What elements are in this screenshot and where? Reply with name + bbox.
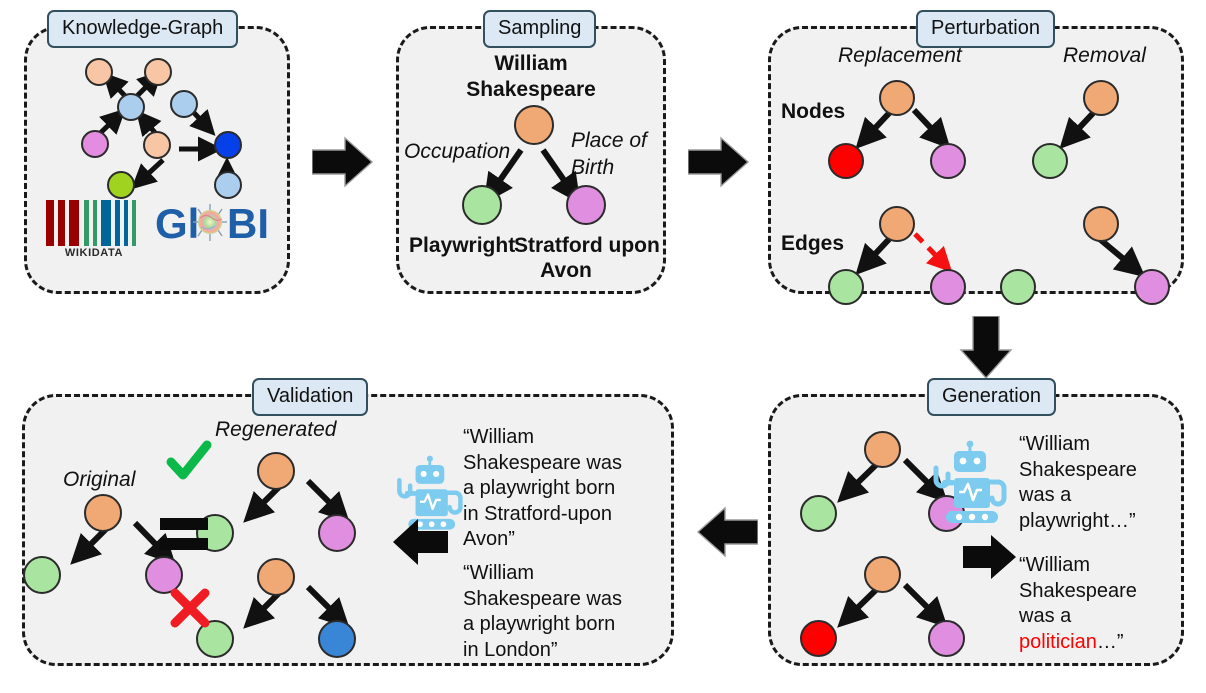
- pert-nodes-rem-head: [1083, 80, 1119, 116]
- validation-mismatch-line3: a playwright born: [463, 613, 616, 636]
- check-icon: [166, 440, 212, 480]
- val-regen-mismatch-tail-green: [196, 620, 234, 658]
- validation-match-line4: in Stratford-upon: [463, 502, 612, 525]
- validation-mismatch-line4: in London”: [463, 638, 558, 661]
- pert-edges-rem-orphan-green: [1000, 269, 1036, 305]
- validation-text-match: “William Shakespeare was a playwright bo…: [463, 425, 663, 553]
- robot-icon: [397, 455, 463, 530]
- kg-node-orange-3: [143, 131, 171, 159]
- val-orig-head: [84, 494, 122, 532]
- panel-title-validation: Validation: [252, 378, 369, 416]
- validation-match-line5: Avon”: [463, 528, 515, 551]
- kg-node-lightblue-2: [170, 90, 198, 118]
- sampling-head-entity-line1: William: [494, 52, 568, 75]
- gen-clean-tail-green: [800, 495, 837, 532]
- generation-clean-line3: was a: [1019, 484, 1072, 507]
- robot-icon: [933, 440, 1007, 523]
- kg-node-orange-1: [85, 58, 113, 86]
- arrow-validation-inner: [393, 519, 448, 565]
- arrow-perturbation-to-generation: [959, 316, 1013, 380]
- gen-pert-tail-red: [800, 620, 837, 657]
- validation-mismatch-line2: Shakespeare was: [463, 587, 622, 610]
- generation-pert-line3: was a: [1019, 605, 1072, 628]
- panel-title-generation: Generation: [927, 378, 1056, 416]
- val-regen-mismatch-head: [257, 558, 295, 596]
- perturbation-row-nodes: Nodes: [781, 100, 846, 123]
- validation-label-original: Original: [63, 468, 136, 491]
- sampling-head-entity-line2: Shakespeare: [466, 78, 596, 101]
- kg-node-orange-2: [144, 58, 172, 86]
- sampling-tail-label-stratford-line1: Stratford upon: [514, 234, 660, 257]
- validation-match-line2: Shakespeare was: [463, 451, 622, 474]
- sampling-node-birthplace: [566, 185, 606, 225]
- pert-edges-rem-tail-pink: [1134, 269, 1170, 305]
- cross-icon: [170, 588, 210, 628]
- gen-pert-tail-pink: [928, 620, 965, 657]
- perturbation-row-edges: Edges: [781, 232, 845, 255]
- generation-clean-line1: “William: [1019, 433, 1091, 455]
- svg-text:BI: BI: [227, 200, 267, 247]
- arrow-generation-to-validation: [696, 506, 758, 558]
- kg-node-lightblue-1: [117, 93, 145, 121]
- sampling-edge-label-placeofbirth-line1: Place of: [571, 129, 647, 152]
- gen-clean-head: [864, 431, 901, 468]
- panel-title-sampling: Sampling: [483, 10, 597, 48]
- perturbation-column-removal: Removal: [1063, 44, 1146, 67]
- kg-node-lime: [107, 171, 135, 199]
- pert-edges-repl-tail-green: [828, 269, 864, 305]
- arrow-sampling-to-perturbation: [688, 136, 750, 188]
- equals-sign: [160, 518, 208, 550]
- pert-nodes-repl-replaced: [828, 143, 864, 179]
- val-regen-match-head: [257, 452, 295, 490]
- val-regen-match-tail-pink: [318, 514, 356, 552]
- sampling-tail-label-playwright: Playwright: [409, 234, 516, 257]
- perturbation-edges: [855, 107, 1146, 278]
- panel-title-knowledge-graph: Knowledge-Graph: [47, 10, 239, 48]
- generation-pert-line2: Shakespeare: [1019, 579, 1137, 602]
- arrow-generation-inner: [963, 535, 1016, 579]
- sampling-edge-label-placeofbirth-line2: Birth: [571, 156, 615, 179]
- pert-edges-repl-tail-pink: [930, 269, 966, 305]
- sampling-node-occupation: [462, 185, 502, 225]
- wikidata-barcode-icon: [46, 200, 142, 246]
- panel-sampling: [396, 26, 666, 294]
- kg-node-blue: [214, 131, 242, 159]
- validation-text-mismatch: “William Shakespeare was a playwright bo…: [463, 561, 663, 663]
- sampling-node-head: [514, 105, 554, 145]
- generation-clean-line4: playwright…”: [1019, 509, 1136, 532]
- globi-logo-icon: Gl BI: [155, 200, 269, 247]
- validation-label-regenerated: Regenerated: [215, 418, 337, 441]
- val-orig-tail-green: [23, 556, 61, 594]
- generation-pert-highlight: politician: [1019, 630, 1097, 653]
- generation-pert-line4-tail: …”: [1096, 630, 1124, 653]
- globi-logo: Gl BI: [155, 198, 269, 248]
- generation-text-perturbed: “William Shakespeare was a politician…”: [1019, 553, 1174, 655]
- validation-mismatch-line1: “William: [463, 562, 535, 584]
- pert-nodes-repl-unchanged: [930, 143, 966, 179]
- kg-node-lightblue-3: [214, 171, 242, 199]
- sampling-edge-label-occupation: Occupation: [404, 140, 511, 163]
- sampling-tail-label-stratford-line2: Avon: [540, 259, 592, 282]
- pert-edges-repl-head: [879, 206, 915, 242]
- arrow-kg-to-sampling: [312, 136, 374, 188]
- wikidata-wordmark: WIKIDATA: [64, 247, 124, 259]
- gen-pert-head: [864, 556, 901, 593]
- perturbation-column-replacement: Replacement: [838, 44, 962, 67]
- wikidata-logo: WIKIDATA: [46, 200, 142, 259]
- generation-pert-line1: “William: [1019, 554, 1091, 576]
- pert-nodes-rem-remaining: [1032, 143, 1068, 179]
- validation-match-line1: “William: [463, 426, 535, 448]
- kg-node-pink: [81, 130, 109, 158]
- pert-edges-rem-head: [1083, 206, 1119, 242]
- generation-clean-line2: Shakespeare: [1019, 458, 1137, 481]
- svg-text:Gl: Gl: [155, 200, 199, 247]
- pert-nodes-repl-head: [879, 80, 915, 116]
- val-regen-mismatch-tail-blue: [318, 620, 356, 658]
- validation-match-line3: a playwright born: [463, 477, 616, 500]
- panel-title-perturbation: Perturbation: [916, 10, 1055, 48]
- generation-text-clean: “William Shakespeare was a playwright…”: [1019, 432, 1169, 534]
